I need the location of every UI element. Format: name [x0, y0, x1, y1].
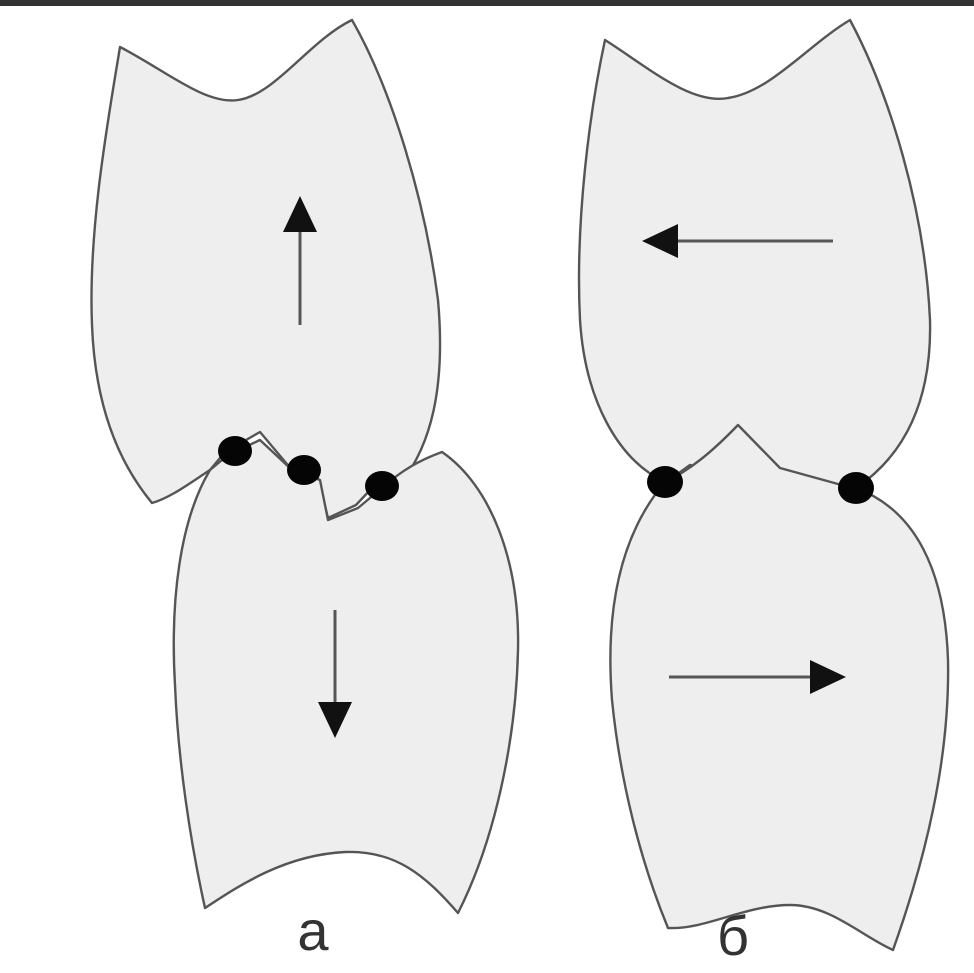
panel-a-contact-point-1 — [218, 436, 252, 466]
panel-b-lower-tooth — [610, 425, 948, 950]
panel-a-contact-point-3 — [365, 471, 399, 501]
panel-b-contact-point-1 — [647, 466, 683, 498]
panel-a-upper-tooth — [91, 20, 440, 518]
top-border — [0, 0, 974, 6]
panel-a-label: а — [297, 899, 329, 962]
panel-a-contact-point-2 — [287, 455, 321, 485]
panel-a: а — [91, 20, 518, 962]
panel-b-label: б — [717, 904, 749, 967]
panel-b-contact-point-2 — [838, 472, 874, 504]
panel-b: б — [579, 20, 948, 967]
